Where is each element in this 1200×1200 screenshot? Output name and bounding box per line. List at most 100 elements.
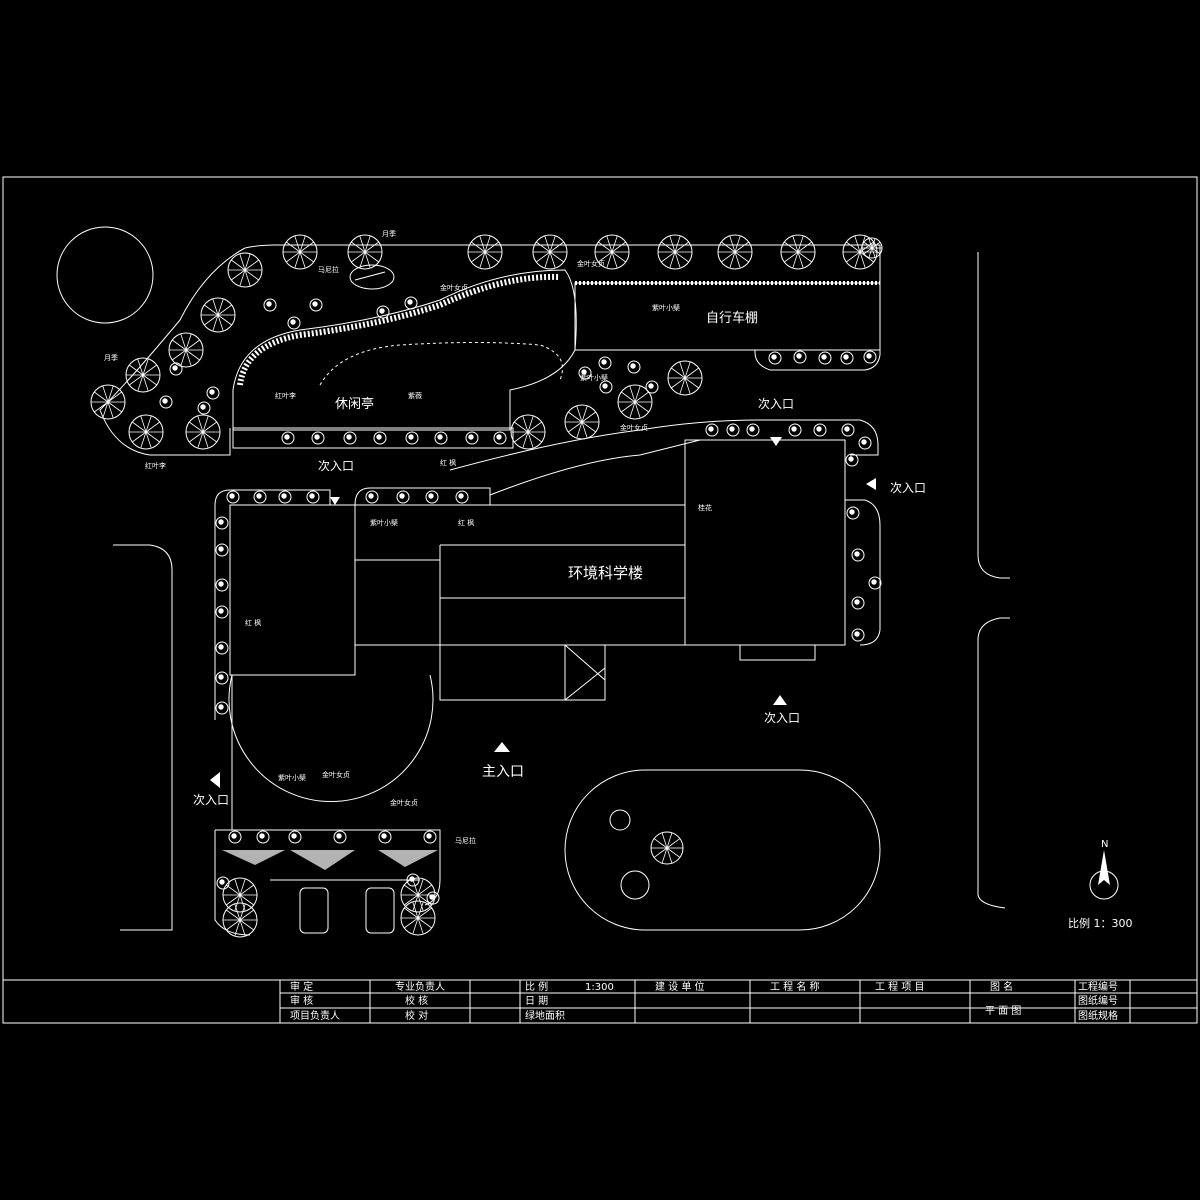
anno-barberry-3: 紫叶小檗 <box>278 773 306 782</box>
tree-symbol <box>125 357 161 393</box>
tb-project-item: 工 程 项 目 <box>875 981 925 993</box>
shrub-symbol <box>851 628 865 642</box>
tree-symbol <box>667 360 703 396</box>
tree-symbol <box>168 332 204 368</box>
shrub-symbol <box>216 876 230 890</box>
title-block-row-3: 项目负责人 校 对 绿地面积 平 面 图 图纸规格 <box>290 1005 1118 1022</box>
tb-check: 审 核 <box>290 994 313 1007</box>
tree-symbol <box>282 234 318 270</box>
shrub-symbol <box>405 431 419 445</box>
tb-project-name: 工 程 名 称 <box>770 980 820 993</box>
tree-symbol <box>532 234 568 270</box>
shrub-symbol <box>705 423 719 437</box>
walkway-lower <box>489 439 701 496</box>
shrub-symbol <box>396 490 410 504</box>
secondary-entrance-east[interactable]: 次入口 <box>890 481 926 495</box>
shrub-symbol <box>215 701 229 715</box>
tree-symbol <box>564 404 600 440</box>
shrub-symbol <box>845 453 859 467</box>
tree-symbol <box>467 234 503 270</box>
shrub-symbol <box>645 380 659 394</box>
anno-golden-privet-5: 金叶女贞 <box>390 798 418 807</box>
tree-symbol <box>128 414 164 450</box>
title-block-row-2: 审 核 校 核 日 期 图纸编号 <box>290 994 1118 1007</box>
anno-plum: 红叶李 <box>275 391 296 400</box>
tb-review: 审 定 <box>290 980 313 993</box>
shrub-symbol <box>373 431 387 445</box>
shrub-symbol <box>493 431 507 445</box>
shrub-symbol <box>846 506 860 520</box>
anno-golden-privet-2: 金叶女贞 <box>577 259 605 268</box>
building-name: 环境科学楼 <box>568 564 643 582</box>
anno-manila-2: 马尼拉 <box>455 836 476 845</box>
shrub-symbol <box>228 830 242 844</box>
secondary-entrance-northeast[interactable]: 次入口 <box>758 397 794 411</box>
title-block-row-1: 审 定 专业负责人 比 例 1:300 建 设 单 位 工 程 名 称 工 程 … <box>290 980 1118 993</box>
shrub-symbol <box>263 298 277 312</box>
tree-symbol <box>717 234 753 270</box>
tree-symbol <box>222 902 258 938</box>
tb-drawing-size: 图纸规格 <box>1078 1009 1118 1022</box>
tree-symbol <box>594 234 630 270</box>
shrub-symbol <box>598 356 612 370</box>
shrub-symbol <box>465 431 479 445</box>
north-belt <box>244 244 881 371</box>
tb-scale-label: 比 例 <box>525 980 548 993</box>
main-entrance-label[interactable]: 主入口 <box>482 764 524 780</box>
shrub-symbol <box>851 596 865 610</box>
circular-lawn <box>228 674 434 803</box>
shrub-symbol <box>206 386 220 400</box>
rose-bed <box>349 264 395 290</box>
shrub-symbol <box>841 423 855 437</box>
garden-pavilion-area <box>232 269 577 431</box>
tree-symbol <box>617 384 653 420</box>
shrub-symbol <box>455 490 469 504</box>
secondary-entrance-southeast[interactable]: 次入口 <box>764 711 800 725</box>
anno-maple-3: 红 枫 <box>245 618 261 627</box>
pavilion-base <box>232 427 514 449</box>
road-edge-upper <box>977 252 1010 579</box>
bike-shed-label: 自行车棚 <box>706 310 758 326</box>
shrub-symbol <box>868 576 882 590</box>
anno-manila: 马尼拉 <box>318 265 339 274</box>
tb-project-lead: 项目负责人 <box>290 1009 340 1022</box>
tb-client: 建 设 单 位 <box>655 980 705 993</box>
tb-scale-value: 1:300 <box>585 982 614 993</box>
north-label: N <box>1101 839 1108 850</box>
shrub-symbol <box>281 431 295 445</box>
walkway-upper <box>449 419 879 471</box>
shrub-symbol <box>215 671 229 685</box>
shrub-symbol <box>215 516 229 530</box>
shrub-symbol <box>215 641 229 655</box>
tree-symbol <box>227 252 263 288</box>
shrub-symbol <box>425 490 439 504</box>
shrub-symbol <box>840 351 854 365</box>
shrub-symbol <box>426 891 440 905</box>
shrub-symbol <box>858 436 872 450</box>
northwest-belt <box>99 247 246 456</box>
secondary-entrance-north[interactable]: 次入口 <box>318 459 354 473</box>
drawing-frame <box>2 176 1198 1024</box>
anno-crape-myrtle: 紫薇 <box>408 391 422 400</box>
shrub-symbol <box>159 395 173 409</box>
anno-golden-privet: 金叶女贞 <box>440 283 468 292</box>
shrub-symbol <box>215 543 229 557</box>
anno-osmanthus: 桂花 <box>698 503 712 512</box>
anno-maple-1: 红 枫 <box>440 458 456 467</box>
shrub-symbol <box>404 296 418 310</box>
shrub-symbol <box>423 830 437 844</box>
shrub-symbol <box>627 360 641 374</box>
anno-barberry: 紫叶小檗 <box>652 303 680 312</box>
tree-symbol <box>861 237 883 259</box>
secondary-entrance-west[interactable]: 次入口 <box>193 793 229 807</box>
shrub-symbol <box>226 490 240 504</box>
car-2 <box>365 887 395 934</box>
tree-symbol <box>780 234 816 270</box>
tb-discipline-lead: 专业负责人 <box>395 980 445 993</box>
tb-green-area: 绿地面积 <box>525 1009 565 1022</box>
tree-symbol <box>222 877 258 913</box>
shrub-symbol <box>863 350 877 364</box>
shrub-symbol <box>333 830 347 844</box>
tree-symbol <box>842 234 878 270</box>
